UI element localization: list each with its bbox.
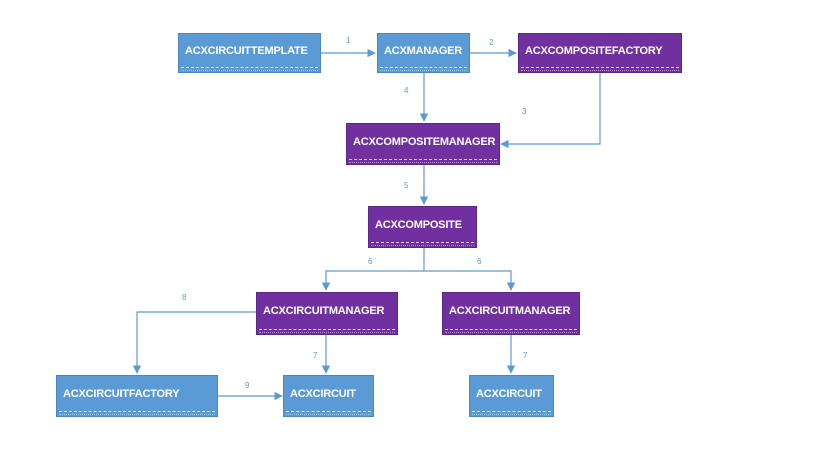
class-box-circuit-factory: ACXCIRCUITFACTORY xyxy=(56,375,218,417)
class-box-title: ACXCOMPOSITE xyxy=(375,219,462,231)
class-box-title: ACXCIRCUITMANAGER xyxy=(449,305,571,317)
class-box-divider xyxy=(59,414,215,415)
class-box-divider xyxy=(371,245,474,246)
class-box-divider xyxy=(521,70,679,71)
class-box-divider xyxy=(181,67,318,68)
class-box-composite-manager: ACXCOMPOSITEMANAGER xyxy=(346,123,500,165)
edge-label-6-right: 6 xyxy=(477,257,482,266)
class-box-divider xyxy=(349,159,497,160)
class-box-title: ACXCIRCUITMANAGER xyxy=(263,305,385,317)
edge-label-2: 2 xyxy=(489,38,494,47)
class-box-divider xyxy=(259,329,395,330)
edge-label-7-left: 7 xyxy=(313,351,318,360)
edge-label-9: 9 xyxy=(245,381,250,390)
edge-label-6-left: 6 xyxy=(368,257,373,266)
class-box-divider xyxy=(472,414,551,415)
class-box-circuit-template: ACXCIRCUITTEMPLATE xyxy=(178,33,321,73)
class-box-divider xyxy=(445,329,577,330)
class-box-divider xyxy=(259,332,395,333)
class-box-title: ACXCIRCUIT xyxy=(476,388,542,400)
edge-composite-factory-to-composite-manager xyxy=(500,72,601,149)
class-box-divider xyxy=(181,70,318,71)
class-box-title: ACXCOMPOSITEFACTORY xyxy=(525,45,663,57)
class-box-divider xyxy=(371,242,474,243)
class-box-divider xyxy=(380,67,467,68)
class-box-divider xyxy=(380,70,467,71)
edge-label-3: 3 xyxy=(522,107,527,116)
class-box-circuit-left: ACXCIRCUIT xyxy=(283,375,374,417)
edge-label-5: 5 xyxy=(404,181,409,190)
edge-label-8: 8 xyxy=(182,293,187,302)
class-box-composite: ACXCOMPOSITE xyxy=(368,206,477,248)
class-box-circuit-right: ACXCIRCUIT xyxy=(469,375,554,417)
edge-composite-to-circuit-manager-right xyxy=(424,270,516,291)
class-box-title: ACXCIRCUITFACTORY xyxy=(63,388,180,400)
class-box-manager: ACXMANAGER xyxy=(377,33,470,73)
class-box-title: ACXMANAGER xyxy=(384,45,463,57)
class-box-divider xyxy=(349,162,497,163)
class-box-composite-factory: ACXCOMPOSITEFACTORY xyxy=(518,33,682,73)
class-box-divider xyxy=(286,411,371,412)
class-box-title: ACXCOMPOSITEMANAGER xyxy=(353,136,496,148)
edge-circuit-manager-left-to-circuit-factory xyxy=(132,311,256,374)
edge-composite-to-circuit-manager-left xyxy=(321,247,425,291)
class-box-divider xyxy=(286,414,371,415)
class-box-divider xyxy=(59,411,215,412)
class-box-circuit-manager-right: ACXCIRCUITMANAGER xyxy=(442,292,580,335)
edge-label-7-right: 7 xyxy=(523,351,528,360)
class-box-divider xyxy=(472,411,551,412)
edge-label-4: 4 xyxy=(404,86,409,95)
class-box-title: ACXCIRCUITTEMPLATE xyxy=(185,45,308,57)
class-box-divider xyxy=(445,332,577,333)
class-box-title: ACXCIRCUIT xyxy=(290,388,356,400)
class-box-circuit-manager-left: ACXCIRCUITMANAGER xyxy=(256,292,398,335)
class-box-divider xyxy=(521,67,679,68)
edge-label-1: 1 xyxy=(346,36,351,45)
